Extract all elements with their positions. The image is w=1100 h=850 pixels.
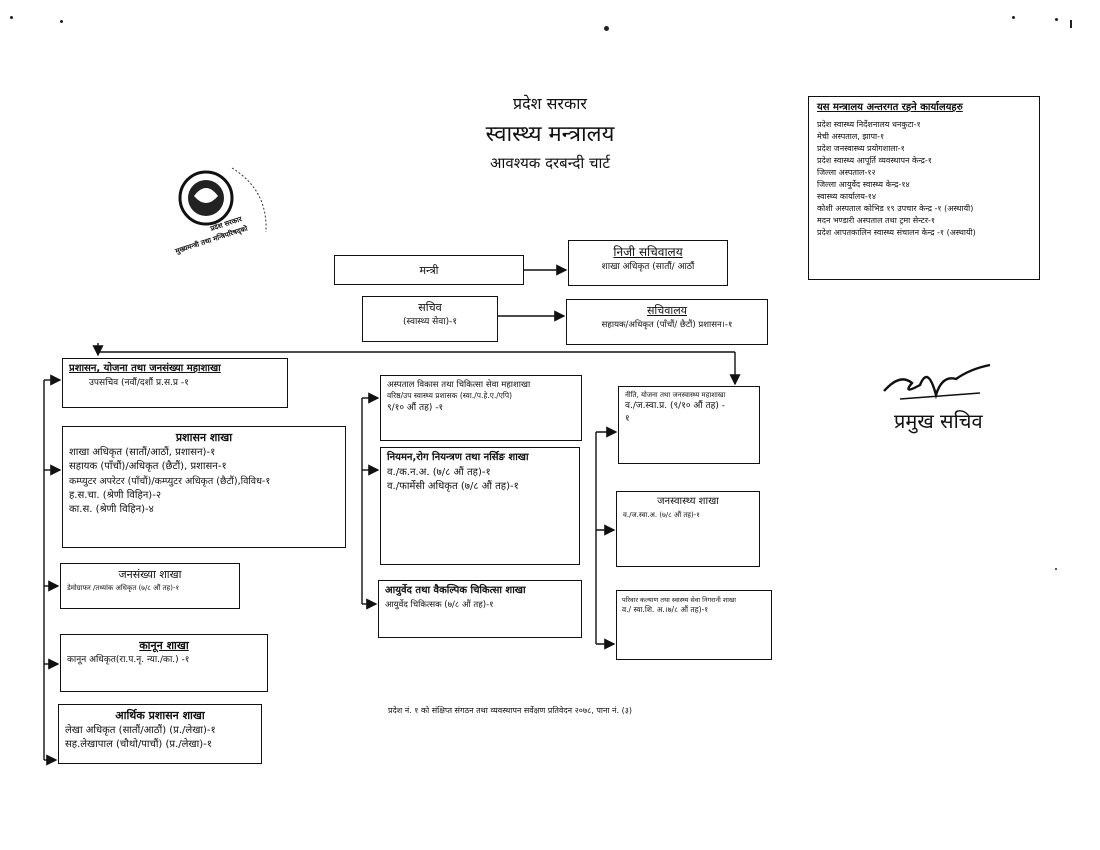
box-ayurved-shakha: आयुर्वेद तथा वैकल्पिक चिकित्सा शाखा आयुर… (378, 580, 582, 638)
sachiv-detail: (स्वास्थ्य सेवा)-१ (402, 316, 458, 327)
scan-speck (1055, 18, 1058, 21)
source-note: प्रदेश नं. १ को संक्षिप्त संगठन तथा व्यव… (388, 706, 632, 715)
kanun-title: कानून शाखा (139, 639, 189, 652)
scan-speck (1055, 568, 1057, 570)
scan-speck (1012, 16, 1015, 19)
official-seal: प्रदेश सरकार मुख्यमन्त्री तथा मन्त्रिपरि… (170, 160, 290, 270)
office-item: प्रदेश आपतकालिन स्वास्थ्य संचालन केन्द्र… (817, 227, 976, 237)
box-prashasan-shakha: प्रशासन शाखा शाखा अधिकृत (सातौं/आठौं, प्… (62, 426, 346, 548)
office-item: प्रदेश स्वास्थ्य आपूर्ति व्यवस्थापन केन्… (817, 155, 932, 165)
signature-scribble-icon (883, 363, 991, 400)
scan-speck (60, 20, 63, 23)
box-aspatal-mahashakha: अस्पताल विकास तथा चिकित्सा सेवा महाशाखा … (380, 375, 582, 441)
niyaman-title: नियमन,रोग नियन्त्रण तथा नर्सिङ शाखा (387, 452, 529, 463)
janaswasthya-title: जनस्वास्थ्य शाखा (657, 496, 719, 507)
header-line-1: प्रदेश सरकार (513, 94, 587, 113)
box-pariwar-shakha: परिवार कल्याण तथा स्वास्थ्य सेवा निगरानी… (616, 590, 772, 660)
office-item: प्रदेश स्वास्थ्य निर्देशनालय धनकुटा-१ (817, 119, 921, 129)
arthik-title: आर्थिक प्रशासन शाखा (115, 709, 205, 722)
box-janasankhya-shakha: जनसंख्या शाखा डेमोग्राफर /तथ्यांक अधिकृत… (60, 563, 240, 609)
box-sachiv: सचिव (स्वास्थ्य सेवा)-१ (362, 296, 498, 342)
sachiv-title: सचिव (418, 301, 442, 314)
box-niji-sachivalaya: निजी सचिवालय शाखा अधिकृत (सातौं/ आठौं (568, 240, 728, 286)
seal-icon (178, 167, 267, 233)
aspatal-detail: वरिष्ठ/उप स्वास्थ्य प्रशासक (स्वा./प.हे.… (387, 391, 513, 401)
pariwar-detail: व./ स्वा.शि. अ.।७/८ औं तह)-१ (622, 605, 709, 615)
mantri-title: मन्त्री (419, 264, 439, 277)
offices-title: यस मन्त्रालय अन्तरगत रहने कार्यालयहरु (817, 102, 963, 113)
box-mantri: मन्त्री (334, 255, 524, 285)
box-prashasan-mahashakha: प्रशासन, योजना तथा जनसंख्या महाशाखा उपसच… (62, 358, 288, 408)
office-item: स्वास्थ्य कार्यालय-१४ (817, 191, 877, 201)
office-item: मेची अस्पताल, झापा-१ (817, 131, 885, 141)
sachivalaya-title: सचिवालय (646, 304, 688, 317)
kanun-detail: कानून अधिकृत(रा.प.नृ. न्या./का.) -१ (67, 654, 190, 665)
prashasan-mahashakha-detail: उपसचिव (नवौं/दशौं प्र.स.प्र -१ (89, 377, 189, 388)
sachivalaya-detail: सहायक/अधिकृत (पाँचौं/ छैटौं) प्रशासन।-१ (601, 319, 733, 330)
signature: प्रमुख सचिव (880, 355, 1030, 445)
niji-title: निजी सचिवालय (613, 245, 683, 259)
janasankhya-detail: डेमोग्राफर /तथ्यांक अधिकृत (७/८ औं तह)-१ (67, 583, 180, 592)
box-sachivalaya: सचिवालय सहायक/अधिकृत (पाँचौं/ छैटौं) प्र… (566, 299, 768, 345)
pariwar-title: परिवार कल्याण तथा स्वास्थ्य सेवा निगरानी… (622, 596, 736, 604)
box-janaswasthya-shakha: जनस्वास्थ्य शाखा व./ज.स्वा.अ. (७/८ औं तह… (616, 491, 760, 567)
niyaman-line: व./फार्मेसी अधिकृत (७/८ औं तह)-१ (387, 481, 519, 492)
prashasan-shakha-line: कम्प्युटर अपरेटर (पाँचौं)/कम्प्युटर अधिक… (69, 475, 271, 487)
office-item: जिल्ला आयुर्वेद स्वास्थ्य केन्द्र-१४ (817, 179, 910, 189)
aspatal-title: अस्पताल विकास तथा चिकित्सा सेवा महाशाखा (387, 380, 531, 390)
offices-box: यस मन्त्रालय अन्तरगत रहने कार्यालयहरु प्… (808, 96, 1040, 280)
office-item: जिल्ला अस्पताल-१२ (817, 167, 876, 177)
box-arthik-shakha: आर्थिक प्रशासन शाखा लेखा अधिकृत (सातौं/आ… (58, 704, 262, 764)
prashasan-shakha-line: शाखा अधिकृत (सातौं/आठौं, प्रशासन)-१ (69, 446, 216, 458)
ayurved-detail: आयुर्वेद चिकित्सक (७/८ औं तह)-१ (385, 599, 494, 610)
prashasan-shakha-line: सहायक (पाँचौं)/अधिकृत (छैटौं), प्रशासन-१ (69, 461, 227, 473)
office-item: मदन भण्डारी अस्पताल तथा ट्रमा सेन्टर-१ (817, 215, 936, 225)
prashasan-shakha-line: ह.स.चा. (श्रेणी विहिन)-२ (69, 489, 162, 501)
prashasan-shakha-title: प्रशासन शाखा (175, 431, 233, 444)
niti-title: नीति, योजना तथा जनस्वास्थ्य महाशाखा (625, 391, 726, 399)
box-niyaman-shakha: नियमन,रोग नियन्त्रण तथा नर्सिङ शाखा व./क… (380, 447, 580, 565)
offices-list: प्रदेश स्वास्थ्य निर्देशनालय धनकुटा-१ मे… (817, 119, 1031, 239)
janaswasthya-detail: व./ज.स्वा.अ. (७/८ औं तह)-१ (623, 510, 700, 519)
office-item: कोशी अस्पताल कोभिड १९ उपचार केन्द्र -१ (… (817, 203, 974, 213)
page-title: स्वास्थ्य मन्त्रालय (485, 122, 615, 147)
niti-detail: व./ज.स्वा.प्र. (९/१० औं तह) - (625, 401, 726, 412)
arthik-line: लेखा अधिकृत (सातौं/आठौं) (प्र./लेखा)-१ (65, 724, 216, 736)
box-kanun-shakha: कानून शाखा कानून अधिकृत(रा.प.नृ. न्या./क… (60, 634, 268, 692)
janasankhya-title: जनसंख्या शाखा (118, 568, 182, 581)
box-niti-mahashakha: नीति, योजना तथा जनस्वास्थ्य महाशाखा व./ज… (618, 386, 760, 464)
office-item: प्रदेश जनस्वास्थ्य प्रयोगशाला-१ (817, 143, 905, 153)
ayurved-title: आयुर्वेद तथा वैकल्पिक चिकित्सा शाखा (385, 585, 526, 596)
scan-speck (604, 26, 609, 31)
niti-detail-2: १ (625, 414, 630, 425)
arthik-line: सह.लेखापाल (चौथो/पाचौं) (प्र./लेखा)-१ (65, 739, 212, 751)
aspatal-detail-2: ९/१० औं तह) -१ (387, 403, 444, 414)
scan-speck (10, 16, 13, 19)
scan-speck (1070, 20, 1072, 28)
signature-title: प्रमुख सचिव (894, 409, 983, 433)
prashasan-shakha-line: का.स. (श्रेणी विहिन)-४ (69, 504, 154, 516)
niyaman-line: व./क.न.अ. (७/८ औं तह)-१ (387, 466, 491, 478)
prashasan-mahashakha-title: प्रशासन, योजना तथा जनसंख्या महाशाखा (69, 363, 221, 374)
niji-detail: शाखा अधिकृत (सातौं/ आठौं (601, 262, 695, 273)
page-subtitle: आवश्यक दरबन्दी चार्ट (490, 154, 610, 172)
